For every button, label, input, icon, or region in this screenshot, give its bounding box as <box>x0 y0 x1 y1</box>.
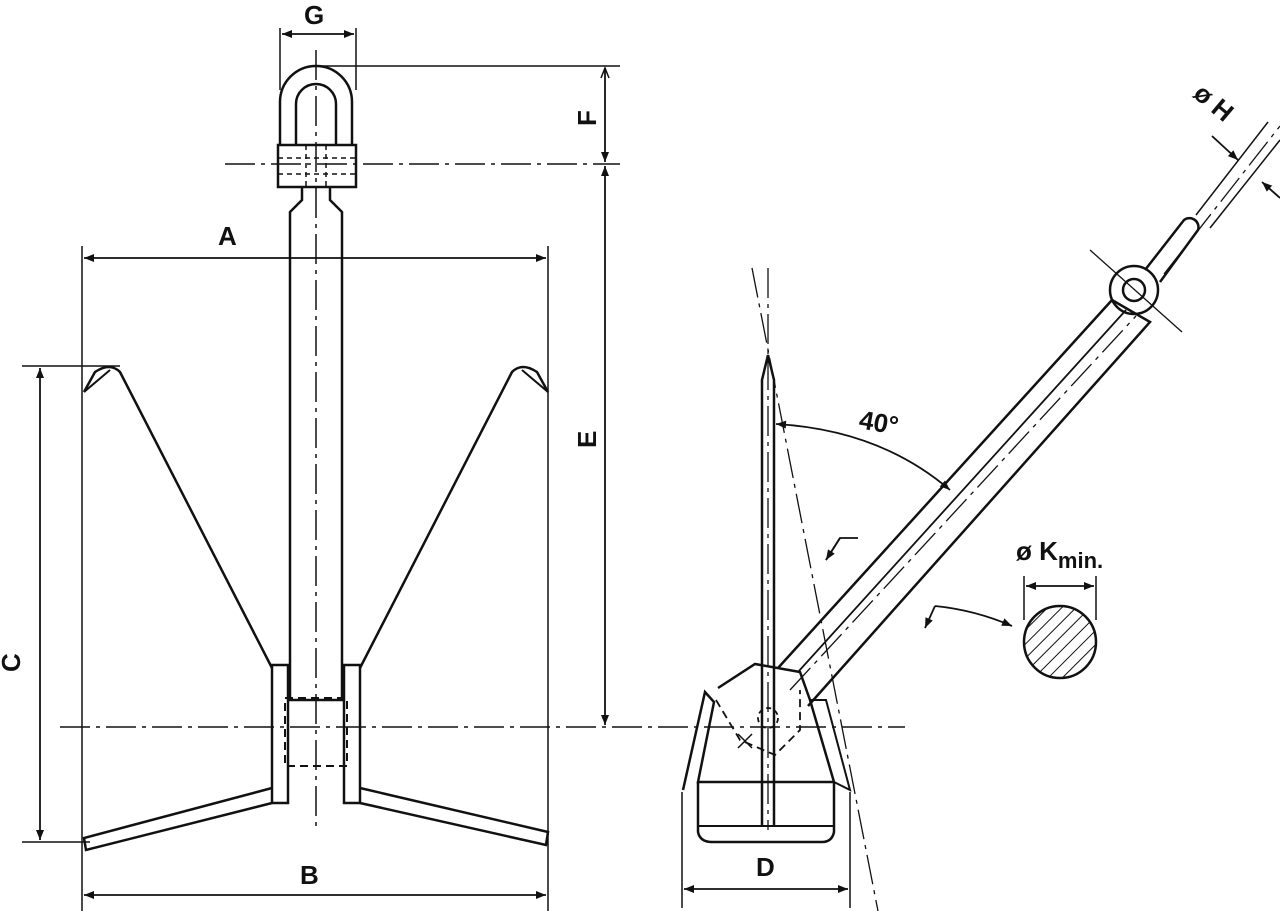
labels: A B C E F G D ø H 40° ø Kmin. <box>0 0 1240 890</box>
side-base <box>696 782 836 844</box>
fluke-right-arm <box>358 365 550 669</box>
label-k-sub: min. <box>1058 548 1103 573</box>
side-shackle-arm <box>1144 216 1200 283</box>
dim-h-arrow-1 <box>1211 135 1239 161</box>
label-b: B <box>300 860 319 890</box>
label-k-prefix: ø K <box>1016 536 1058 566</box>
label-c: C <box>0 653 26 672</box>
incline-reference-line <box>751 267 879 911</box>
crown-left <box>270 663 290 805</box>
front-view <box>22 28 905 911</box>
label-h: ø H <box>1188 78 1239 128</box>
section-cut-bottom <box>924 605 936 629</box>
angle-arc-40 <box>775 420 951 491</box>
fluke-left-lower <box>82 786 273 852</box>
shackle-outer <box>278 64 354 145</box>
crown-hidden <box>284 697 348 767</box>
label-a: A <box>218 221 237 251</box>
side-spike <box>760 354 776 826</box>
shank <box>288 187 344 702</box>
section-leader <box>934 605 1013 627</box>
label-f: F <box>572 110 602 126</box>
cross-section-k <box>1022 576 1098 680</box>
side-dimensions <box>681 135 1280 908</box>
section-cut-top <box>825 537 858 561</box>
label-e: E <box>572 431 602 448</box>
shackle-inner <box>294 82 338 145</box>
label-d: D <box>756 852 775 882</box>
label-angle: 40° <box>857 404 901 440</box>
label-k: ø Kmin. <box>1016 536 1103 573</box>
section-circle <box>1022 604 1098 680</box>
pivot-eye-outer <box>1108 264 1160 316</box>
dim-h-arrow-2 <box>1261 181 1280 199</box>
side-view <box>681 121 1280 911</box>
dimensions <box>36 30 605 899</box>
fluke-left-arm <box>82 365 274 669</box>
shackle-pin-block <box>276 143 358 189</box>
crown-right <box>342 663 362 805</box>
pivot-eye-inner <box>1121 277 1147 303</box>
fluke-right-lower <box>359 786 550 847</box>
label-g: G <box>304 0 324 30</box>
